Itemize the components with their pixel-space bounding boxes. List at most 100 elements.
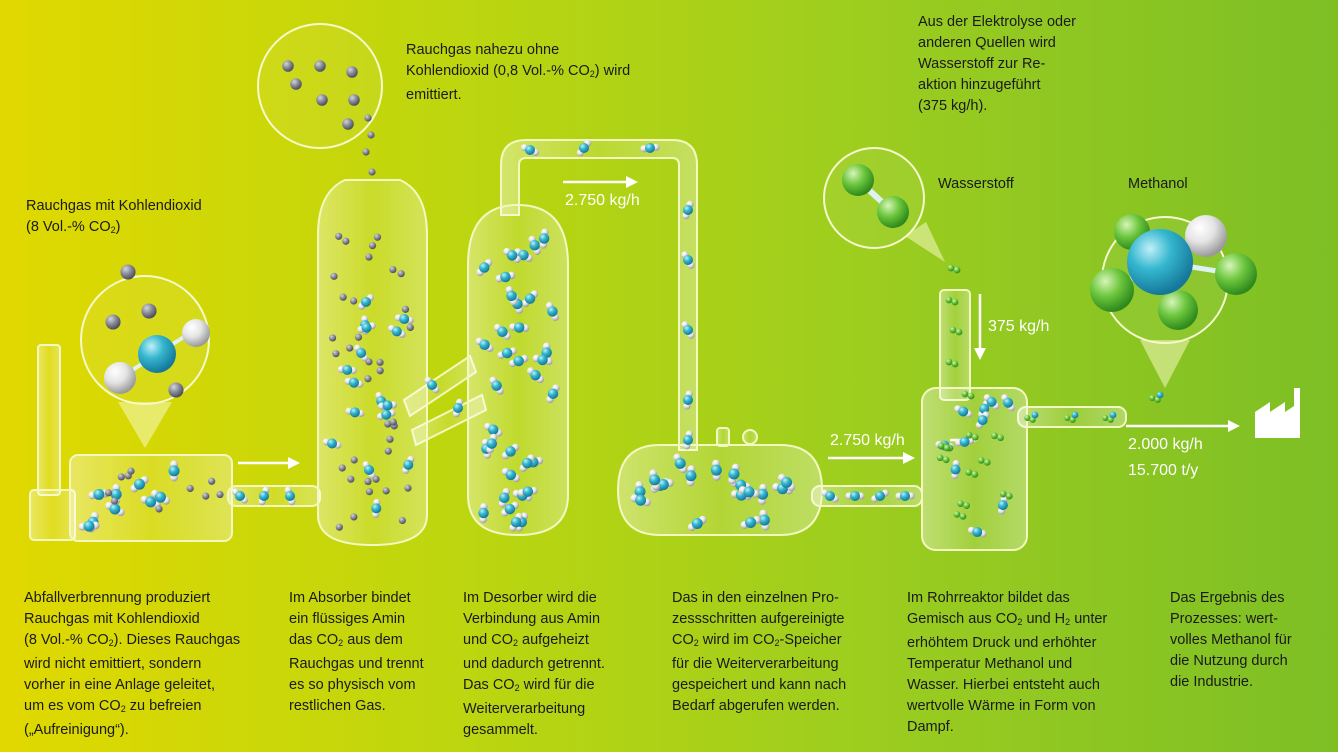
carbon-atom <box>93 489 104 500</box>
carbon-atom <box>500 272 511 283</box>
carbon-atom <box>371 503 381 513</box>
nitrogen-molecule <box>314 60 326 72</box>
carbon-atom <box>1127 229 1193 295</box>
nitrogen-molecule <box>364 114 371 121</box>
nitrogen-molecule <box>168 382 183 397</box>
carbon-atom <box>155 492 166 503</box>
flue-gas-in-label: Rauchgas mit Kohlendioxid (8 Vol.-% CO2) <box>26 196 202 241</box>
carbon-atom <box>362 323 372 333</box>
hydrogen-atom <box>963 502 970 509</box>
nitrogen-molecule <box>105 314 120 329</box>
carbon-atom <box>506 291 517 302</box>
step-description-reactor: Im Rohrreaktor bildet das Gemisch aus CO… <box>907 588 1107 738</box>
hydrogen-atom <box>972 434 979 441</box>
hydrogen-atom <box>950 327 957 334</box>
carbon-atom <box>285 491 295 501</box>
carbon-atom <box>364 465 374 475</box>
nitrogen-molecule <box>105 489 112 496</box>
hydrogen-atom <box>943 456 950 463</box>
nitrogen-molecule <box>355 334 362 341</box>
hydrogen-atom <box>842 164 874 196</box>
hydrogen-atom <box>1064 415 1070 421</box>
hydrogen-atom <box>960 513 967 520</box>
carbon-atom <box>548 388 559 399</box>
hydrogen-atom <box>968 393 975 400</box>
nitrogen-molecule <box>362 148 369 155</box>
nitrogen-molecule <box>369 242 376 249</box>
oxygen-atom <box>1185 215 1227 257</box>
nitrogen-molecule <box>339 464 346 471</box>
carbon-atom <box>850 491 860 501</box>
carbon-atom <box>327 439 337 449</box>
nitrogen-molecule <box>351 456 358 463</box>
carbon-atom <box>744 486 755 497</box>
nitrogen-molecule <box>202 493 209 500</box>
nitrogen-molecule <box>290 78 302 90</box>
hydrogen-atom <box>1102 415 1108 421</box>
carbon-atom <box>491 380 502 391</box>
nitrogen-molecule <box>141 303 156 318</box>
carbon-atom <box>453 403 463 413</box>
carbon-atom <box>259 491 269 501</box>
hydrogen-atom <box>954 511 961 518</box>
carbon-atom <box>505 504 516 514</box>
nitrogen-molecule <box>340 294 347 301</box>
carbon-atom <box>381 410 391 420</box>
oxygen-atom <box>182 319 210 347</box>
nitrogen-molecule <box>282 60 294 72</box>
nitrogen-molecule <box>389 266 396 273</box>
carbon-atom <box>350 407 360 417</box>
hydrogen-atom <box>1149 395 1155 401</box>
carbon-atom <box>951 465 961 475</box>
carbon-atom <box>342 365 352 375</box>
nitrogen-molecule <box>120 264 135 279</box>
carbon-atom <box>547 306 558 317</box>
step-description-incineration: Abfallverbrennung produziert Rauchgas mi… <box>24 588 240 741</box>
hydrogen-atom <box>1000 491 1007 498</box>
carbon-atom <box>507 250 518 261</box>
hydrogen-atom <box>944 445 951 452</box>
carbon-atom <box>478 508 489 519</box>
chimney <box>30 345 75 540</box>
carbon-atom <box>392 326 402 336</box>
carbon-atom <box>499 493 510 504</box>
nitrogen-molecule <box>377 367 384 374</box>
nitrogen-molecule <box>402 306 409 313</box>
nitrogen-molecule <box>118 473 125 480</box>
nitrogen-molecule <box>364 478 371 485</box>
carbon-atom <box>539 233 550 244</box>
nitrogen-molecule <box>216 491 223 498</box>
carbon-atom <box>998 500 1008 510</box>
carbon-atom <box>506 470 517 481</box>
carbon-atom <box>235 491 245 501</box>
carbon-atom <box>513 356 524 367</box>
hydrogen-atom <box>937 454 944 461</box>
hydrogen-atom <box>965 469 972 476</box>
hydrogen-source-label: Aus der Elektrolyse oder anderen Quellen… <box>918 12 1076 117</box>
flow-rate-methanol-kgh: 2.000 kg/h <box>1128 434 1203 456</box>
carbon-atom <box>109 504 120 515</box>
carbon-atom <box>978 415 988 425</box>
carbon-atom <box>383 400 393 410</box>
carbon-atom <box>488 424 499 435</box>
step-description-result: Das Ergebnis des Prozesses: wert- volles… <box>1170 588 1292 693</box>
nitrogen-molecule <box>364 375 371 382</box>
hydrogen-atom <box>978 457 985 464</box>
nitrogen-molecule <box>404 485 411 492</box>
nitrogen-molecule <box>348 94 360 106</box>
carbon-atom <box>875 491 885 501</box>
nitrogen-molecule <box>111 497 118 504</box>
flow-rate-methanol-ty: 15.700 t/y <box>1128 460 1198 482</box>
oxygen-atom <box>104 362 136 394</box>
step-description-storage: Das in den einzelnen Pro- zessschritten … <box>672 588 846 717</box>
hydrogen-atom <box>997 434 1004 441</box>
hydrogen-atom <box>948 265 955 272</box>
hydrogen-atom <box>952 299 959 306</box>
hydrogen-heading: Wasserstoff <box>938 176 1014 192</box>
nitrogen-molecule <box>386 436 393 443</box>
carbon-atom <box>537 355 548 366</box>
step-description-absorber: Im Absorber bindet ein flüssiges Amin da… <box>289 588 424 717</box>
carbon-atom <box>825 491 835 501</box>
carbon-atom <box>728 469 739 480</box>
carbon-atom <box>403 460 413 470</box>
